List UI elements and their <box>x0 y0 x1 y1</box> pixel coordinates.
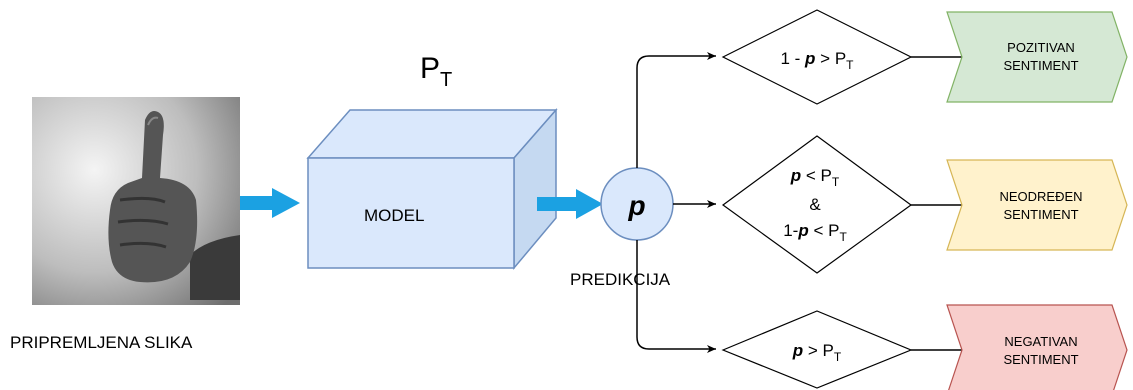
prediction-label: PREDIKCIJA <box>570 270 671 289</box>
branch-connectors <box>636 52 716 353</box>
outcome-negative-shape <box>946 304 1128 390</box>
outcome-positive-line1: POZITIVAN <box>1007 40 1075 55</box>
outcome-positive-line2: SENTIMENT <box>1003 58 1078 73</box>
outcome-negative-line2: SENTIMENT <box>1003 352 1078 367</box>
condition-middle-line1: p < PT <box>790 166 840 189</box>
threshold-label: PT <box>420 52 452 91</box>
prediction-symbol: p <box>627 190 645 221</box>
image-label: PRIPREMLJENA SLIKA <box>10 333 193 352</box>
model-output-arrow <box>537 189 603 219</box>
outcome-positive-shape <box>946 11 1128 103</box>
input-arrow <box>240 188 300 218</box>
model-label: MODEL <box>364 206 424 225</box>
outcome-neutral-shape <box>946 159 1128 251</box>
condition-middle-line2: & <box>809 195 821 214</box>
outcome-negative-line1: NEGATIVAN <box>1004 334 1077 349</box>
condition-bottom-text: p > PT <box>792 341 842 364</box>
model-cube <box>306 108 558 271</box>
condition-top-text: 1 - p > PT <box>780 49 854 72</box>
thumbs-up-image <box>32 97 240 305</box>
outcome-neutral-line2: SENTIMENT <box>1003 207 1078 222</box>
outcome-neutral-line1: NEODREĐEN <box>999 189 1082 204</box>
condition-middle-line3: 1-p < PT <box>783 221 847 244</box>
